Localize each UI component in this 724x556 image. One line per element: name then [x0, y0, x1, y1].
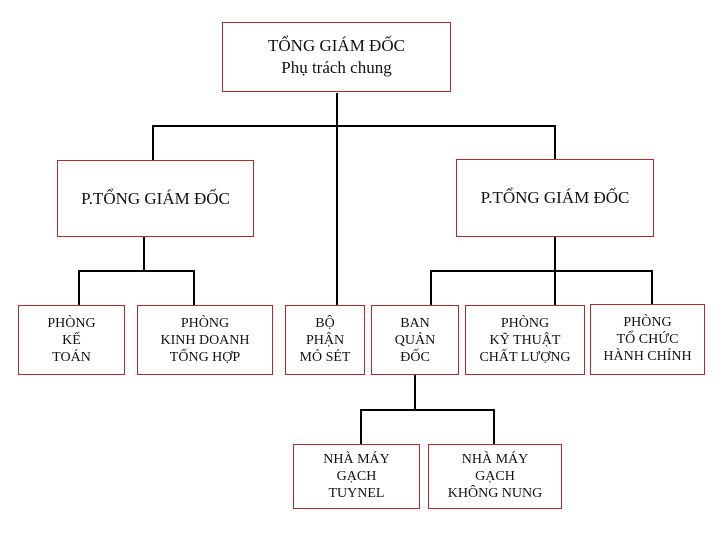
node-line: NHÀ MÁY: [323, 452, 390, 467]
node-deputy-left: P.TỔNG GIÁM ĐỐC: [57, 160, 254, 237]
connector-to-deputy-left: [152, 125, 154, 160]
node-line: CHẤT LƯỢNG: [479, 349, 571, 365]
connector-deputy-left-down: [143, 236, 145, 271]
node-phong-ke-toan: PHÒNG KẾ TOÁN: [18, 305, 125, 375]
connector-to-tuynel: [360, 409, 362, 444]
node-bo-phan-mo-set: BỘ PHẬN MỎ SÉT: [285, 305, 365, 375]
node-line: KHÔNG NUNG: [447, 486, 543, 501]
node-line: KỸ THUẬT: [489, 332, 561, 348]
node-line: MỎ SÉT: [299, 349, 351, 365]
node-line: TOÁN: [52, 349, 91, 365]
connector-to-to-chuc: [651, 270, 653, 305]
node-line: KẾ: [62, 332, 81, 348]
node-line: GẠCH: [475, 469, 515, 484]
connector-ban-quan-doc-down: [414, 375, 416, 410]
node-line: KINH DOANH: [160, 332, 250, 348]
node-line: TUYNEL: [328, 486, 385, 501]
node-nha-may-tuynel: NHÀ MÁY GẠCH TUYNEL: [293, 444, 420, 509]
connector-to-ke-toan: [78, 270, 80, 305]
node-deputy-right: P.TỔNG GIÁM ĐỐC: [456, 159, 654, 237]
connector-left-bar: [78, 270, 194, 272]
node-line: BAN: [400, 315, 430, 331]
connector-right-bar: [430, 270, 652, 272]
node-line: TỔ CHỨC: [616, 332, 679, 347]
node-line: PHÒNG: [47, 315, 96, 331]
node-deputy-right-label: P.TỔNG GIÁM ĐỐC: [480, 188, 630, 207]
connector-to-ky-thuat: [554, 270, 556, 305]
node-nha-may-khong-nung: NHÀ MÁY GẠCH KHÔNG NUNG: [428, 444, 562, 509]
node-line: PHÒNG: [180, 315, 230, 331]
node-deputy-left-label: P.TỔNG GIÁM ĐỐC: [81, 188, 230, 208]
node-ban-quan-doc: BAN QUẢN ĐỐC: [371, 305, 459, 375]
node-phong-kinh-doanh: PHÒNG KINH DOANH TỔNG HỢP: [137, 305, 273, 375]
node-line: BỘ: [315, 315, 335, 331]
node-line: PHÒNG: [623, 315, 672, 330]
node-line: ĐỐC: [400, 349, 430, 365]
node-ceo-title: TỔNG GIÁM ĐỐC: [268, 36, 405, 55]
connector-to-ban-quan-doc: [430, 270, 432, 305]
node-line: PHÒNG: [500, 315, 550, 331]
node-line: QUẢN: [394, 332, 436, 348]
connector-to-deputy-right: [554, 125, 556, 160]
node-line: TỔNG HỢP: [169, 349, 241, 365]
node-line: HÀNH CHÍNH: [603, 349, 692, 364]
node-phong-ky-thuat: PHÒNG KỸ THUẬT CHẤT LƯỢNG: [465, 305, 585, 375]
node-line: GẠCH: [336, 469, 377, 484]
node-line: PHẬN: [305, 332, 345, 348]
connector-root-down: [336, 93, 338, 305]
node-phong-to-chuc: PHÒNG TỔ CHỨC HÀNH CHÍNH: [590, 304, 705, 375]
connector-level1-bar: [152, 125, 556, 127]
connector-to-khong-nung: [493, 409, 495, 444]
connector-factory-bar: [360, 409, 495, 411]
node-ceo: TỔNG GIÁM ĐỐC Phụ trách chung: [222, 22, 451, 92]
connector-to-kinh-doanh: [193, 270, 195, 305]
node-ceo-subtitle: Phụ trách chung: [281, 58, 392, 77]
node-line: NHÀ MÁY: [461, 452, 529, 467]
connector-deputy-right-down: [554, 236, 556, 271]
